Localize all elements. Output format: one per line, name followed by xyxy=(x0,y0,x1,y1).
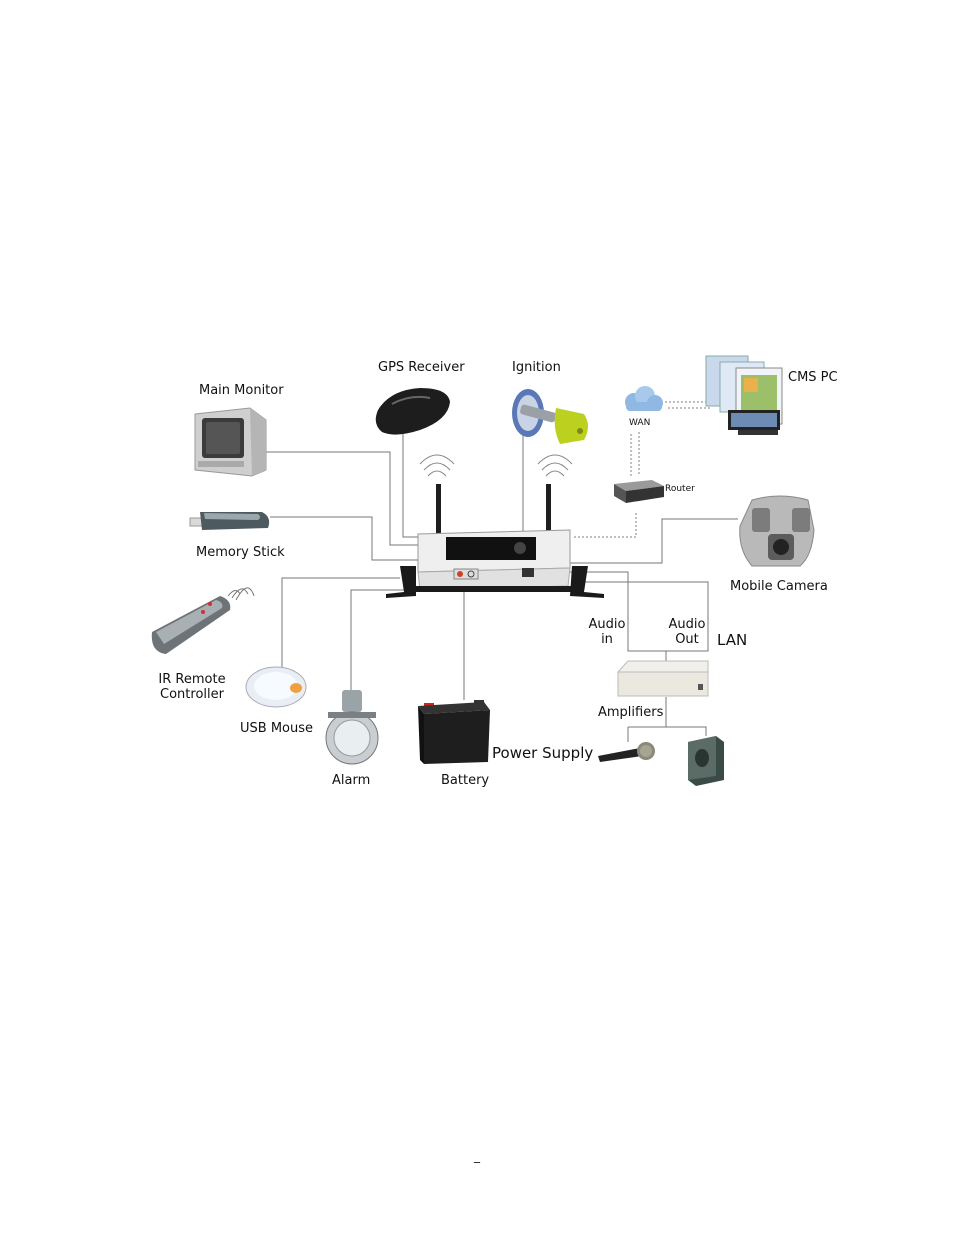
alarm-label: Alarm xyxy=(332,773,370,788)
router-label: Router xyxy=(665,484,695,494)
main-monitor-label: Main Monitor xyxy=(199,383,284,398)
lan-label: LAN xyxy=(717,632,747,649)
cms-pc-label: CMS PC xyxy=(788,370,838,385)
dvr-icon xyxy=(386,484,604,598)
amplifier-icon xyxy=(618,661,708,696)
audio-in-label-line2: in xyxy=(601,632,613,647)
page-mark: _ xyxy=(471,1149,483,1163)
ir-remote-icon xyxy=(152,588,254,654)
ir-remote-label-line1: IR Remote xyxy=(158,672,225,687)
ir-remote-label-line2: Controller xyxy=(160,687,224,702)
ignition-label: Ignition xyxy=(512,360,561,375)
memory-stick-icon xyxy=(190,512,269,530)
mobile-camera-icon xyxy=(740,496,814,566)
audio-out-label-line1: Audio xyxy=(669,617,706,632)
ir-remote-label: IR Remote Controller xyxy=(150,672,234,702)
wireless-signal-icon xyxy=(420,455,572,476)
audio-in-label-line1: Audio xyxy=(589,617,626,632)
ignition-key-icon xyxy=(512,389,588,444)
audio-out-label-line2: Out xyxy=(675,632,699,647)
cms-pc-icon xyxy=(706,356,782,435)
microphone-icon xyxy=(598,742,655,762)
audio-out-label: Audio Out xyxy=(666,617,708,647)
wan-label: WAN xyxy=(629,418,650,428)
alarm-icon xyxy=(326,690,378,764)
gps-receiver-icon xyxy=(376,388,450,435)
mobile-camera-label: Mobile Camera xyxy=(730,579,828,594)
monitor-icon xyxy=(195,408,266,476)
speaker-icon xyxy=(688,736,724,786)
audio-in-label: Audio in xyxy=(586,617,628,647)
usb-mouse-label: USB Mouse xyxy=(240,721,313,736)
memory-stick-label: Memory Stick xyxy=(196,545,285,560)
usb-mouse-icon xyxy=(246,667,306,707)
amplifiers-label: Amplifiers xyxy=(598,705,663,720)
battery-label: Battery xyxy=(441,773,489,788)
cloud-icon xyxy=(625,386,663,411)
gps-receiver-label: GPS Receiver xyxy=(378,360,465,375)
power-supply-label: Power Supply xyxy=(492,745,593,762)
battery-icon xyxy=(418,700,490,764)
router-icon xyxy=(614,480,664,503)
